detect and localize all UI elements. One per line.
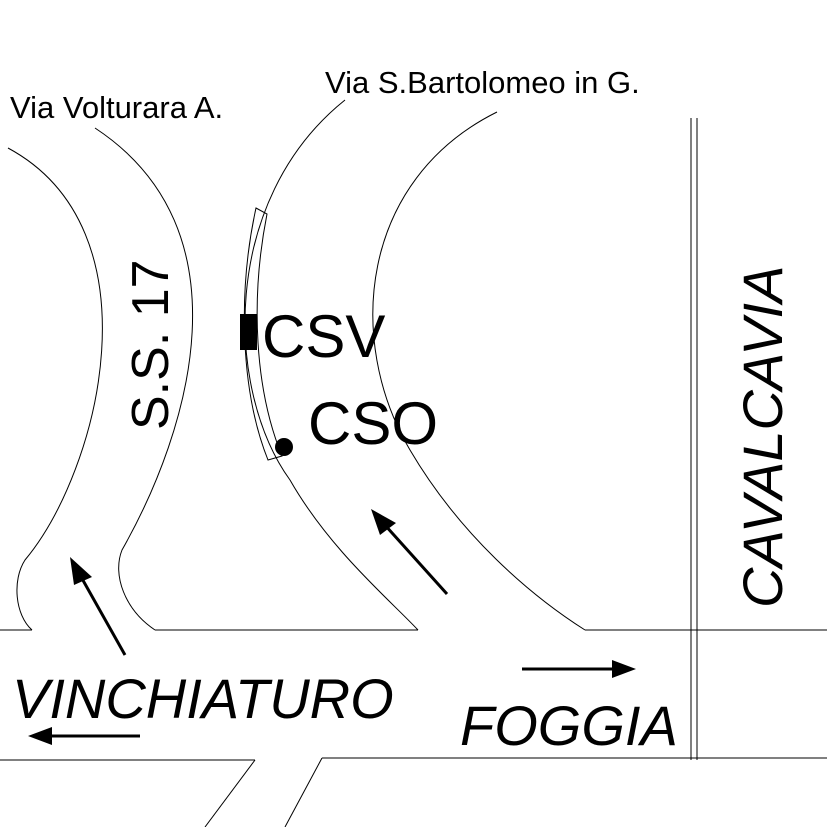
road-label-ss17: S.S. 17 — [122, 259, 180, 430]
road-bartolomeo — [243, 99, 586, 631]
street-label-volturara: Via Volturara A. — [10, 90, 223, 125]
city-label-foggia: FOGGIA — [460, 694, 678, 757]
road-bartolomeo-right-edge — [372, 111, 586, 631]
road-ss17-right-edge — [94, 127, 194, 631]
sidewalk-strip — [243, 207, 283, 461]
street-label-bartolomeo: Via S.Bartolomeo in G. — [325, 65, 640, 100]
overpass — [690, 118, 698, 760]
arrow-right-icon — [522, 660, 636, 678]
filled-dot-icon — [275, 438, 293, 456]
arrow-left-icon — [28, 727, 140, 745]
city-label-vinchiaturo: VINCHIATURO — [12, 667, 394, 730]
point-label-csv: CSV — [262, 303, 385, 370]
point-label-cso: CSO — [308, 390, 438, 457]
arrow-up-left-icon — [371, 509, 449, 596]
road-bartolomeo-left-edge — [244, 99, 419, 631]
bridge-label-cavalcavia: CAVALCAVIA — [731, 266, 794, 608]
side-road-left-edge — [204, 759, 256, 827]
main-road — [0, 629, 827, 827]
side-road-right-edge — [284, 757, 323, 827]
arrow-up-left-icon — [70, 557, 127, 656]
road-ss17-left-edge — [7, 147, 103, 631]
road-ss17 — [7, 127, 194, 631]
filled-square-icon — [240, 314, 257, 350]
